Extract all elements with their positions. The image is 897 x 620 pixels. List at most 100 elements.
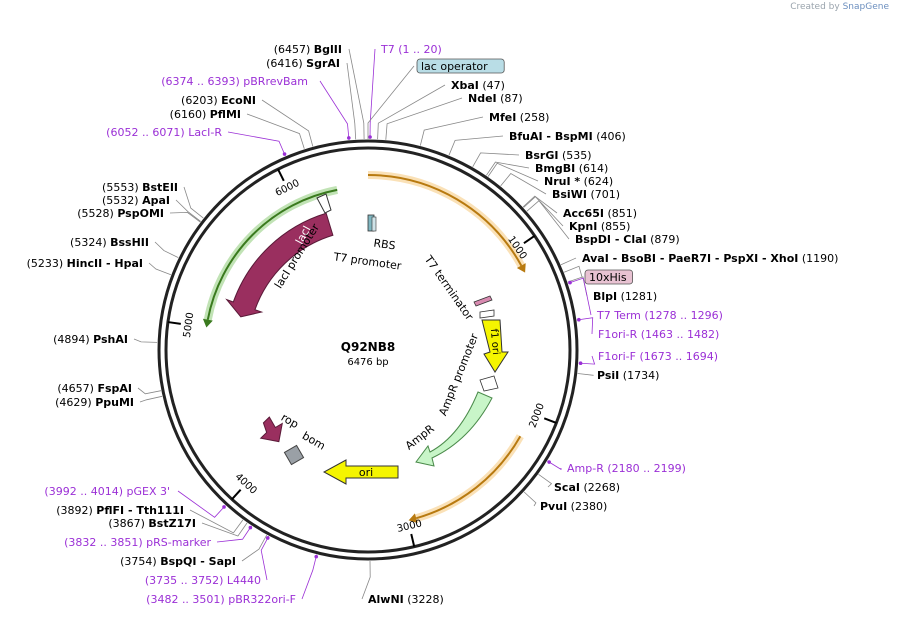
snapgene-watermark: Created by SnapGene [790, 2, 889, 12]
bsiwi-label[interactable]: BsiWI (701) [552, 188, 620, 201]
prs-marker-pos: (3832 .. 3851) [64, 536, 143, 549]
bspdi-label[interactable]: BspDI - ClaI (879) [575, 233, 680, 246]
bfuai-label[interactable]: BfuAI - BspMI (406) [509, 130, 626, 143]
lac-operator-label[interactable]: lac operator [421, 60, 488, 73]
ampr-feature[interactable] [415, 391, 493, 467]
avai-label[interactable]: AvaI - BsoBI - PaeR7I - PspXI - XhoI (11… [582, 252, 838, 265]
f1ori-r-name: F1ori-R [598, 328, 638, 341]
apai-name: ApaI [142, 194, 170, 207]
nrui-label[interactable]: NruI * (624) [544, 175, 613, 188]
t7-promoter-arc[interactable] [367, 174, 523, 267]
xbai-label[interactable]: XbaI (47) [451, 79, 505, 92]
ori-feature[interactable] [322, 459, 399, 485]
hincii-label[interactable]: (5233) HincII - HpaI [27, 257, 143, 270]
pbrrevbam-label[interactable]: (6374 .. 6393) pBRrevBam [161, 75, 308, 88]
laci-promoter-mark[interactable] [316, 193, 332, 214]
pshai-label[interactable]: (4894) PshAI [53, 333, 128, 346]
bspqi-label[interactable]: (3754) BspQI - SapI [120, 555, 236, 568]
fspai-label[interactable]: (4657) FspAI [57, 382, 132, 395]
scai-name: ScaI [554, 481, 580, 494]
pbr322ori-f-label[interactable]: (3482 .. 3501) pBR322ori-F [146, 593, 296, 606]
bspdi-name: BspDI - ClaI [575, 233, 647, 246]
blpi-name: BlpI [593, 290, 617, 303]
ampr-arc-glow [415, 434, 524, 523]
bglii-label[interactable]: (6457) BglII [274, 43, 342, 56]
ndei-label[interactable]: NdeI (87) [468, 92, 523, 105]
bsrgi-label[interactable]: BsrGI (535) [525, 149, 592, 162]
hincii-name: HincII - HpaI [67, 257, 143, 270]
backbone-ring [157, 139, 579, 561]
bstz17i-leader [201, 522, 248, 537]
t7-terminator-mark[interactable] [473, 295, 493, 307]
sgrai-pos: (6416) [266, 57, 303, 70]
ppumi-label[interactable]: (4629) PpuMI [55, 396, 134, 409]
tick-mark [167, 321, 181, 325]
bsteii-name: BstEII [142, 181, 178, 194]
bmgbi-name: BmgBI [535, 162, 575, 175]
psp-omi-pos: (5528) [77, 207, 114, 220]
laci-r-name: LacI-R [188, 126, 222, 139]
10xhis-label[interactable]: 10xHis [589, 271, 627, 284]
xbai-leader [377, 84, 446, 140]
f1ori-f-primer-mark [578, 361, 583, 366]
laci-r-label[interactable]: (6052 .. 6071) LacI-R [106, 126, 222, 139]
amp-r-label[interactable]: Amp-R (2180 .. 2199) [567, 462, 686, 475]
ampr-label: AmpR [403, 422, 437, 453]
prs-marker-name: pRS-marker [146, 536, 211, 549]
t7term-name: T7 Term [596, 309, 641, 322]
amp-r-primer-mark [547, 460, 551, 464]
apai-label[interactable]: (5532) ApaI [102, 194, 170, 207]
feature-arcs [202, 171, 526, 523]
f1ori-f-label[interactable]: F1ori-F (1673 .. 1694) [598, 350, 718, 363]
scai-label[interactable]: ScaI (2268) [554, 481, 620, 494]
ampr-promoter-mark[interactable] [479, 375, 499, 392]
bsiwi-pos: (701) [590, 188, 620, 201]
lac-operator-leader [367, 65, 415, 139]
psii-leader [577, 373, 594, 376]
f1ori-r-label[interactable]: F1ori-R (1463 .. 1482) [598, 328, 719, 341]
psp-omi-label[interactable]: (5528) PspOMI [77, 207, 164, 220]
kpni-name: KpnI [569, 220, 597, 233]
prs-marker-label[interactable]: (3832 .. 3851) pRS-marker [64, 536, 211, 549]
ampr-arc[interactable] [416, 435, 522, 520]
econi-label[interactable]: (6203) EcoNI [181, 94, 256, 107]
l4440-primer-mark [265, 536, 270, 540]
pflfi-pos: (3892) [56, 504, 93, 517]
nrui-name: NruI * [544, 175, 580, 188]
f1-ori-feature[interactable] [481, 319, 509, 373]
bspqi-name: BspQI - SapI [160, 555, 236, 568]
t7-promoter-mark[interactable] [371, 216, 377, 232]
laci-feature[interactable] [225, 212, 334, 318]
avai-leader [560, 257, 577, 266]
bspqi-leader [241, 534, 268, 562]
pgex3-label[interactable]: (3992 .. 4014) pGEX 3' [44, 485, 170, 498]
kpni-label[interactable]: KpnI (855) [569, 220, 630, 233]
bsshii-label[interactable]: (5324) BssHII [70, 236, 149, 249]
blpi-label[interactable]: BlpI (1281) [593, 290, 657, 303]
acc65i-label[interactable]: Acc65I (851) [563, 207, 637, 220]
pflmi-label[interactable]: (6160) PflMI [170, 108, 241, 121]
pflfi-leader [189, 509, 244, 534]
pflfi-label[interactable]: (3892) PflFI - Tth111I [56, 504, 184, 517]
pgex3-leader [177, 490, 226, 518]
hincii-leader [148, 262, 172, 276]
sgrai-label[interactable]: (6416) SgrAI [266, 57, 340, 70]
laci-arc[interactable] [206, 188, 338, 320]
psii-label[interactable]: PsiI (1734) [597, 369, 659, 382]
f1ori-r-pos: (1463 .. 1482) [641, 328, 720, 341]
alwni-label[interactable]: AlwNI (3228) [368, 593, 444, 606]
bfuai-leader [448, 135, 504, 156]
bom-feature[interactable] [283, 444, 305, 466]
bmgbi-label[interactable]: BmgBI (614) [535, 162, 608, 175]
pvui-label[interactable]: PvuI (2380) [540, 500, 607, 513]
mfei-label[interactable]: MfeI (258) [489, 111, 549, 124]
xbai-name: XbaI [451, 79, 479, 92]
laci-arc-head [202, 318, 213, 328]
t7-label[interactable]: T7 (1 .. 20) [380, 43, 442, 56]
l4440-label[interactable]: (3735 .. 3752) L4440 [145, 574, 261, 587]
t7term-primer-mark [568, 280, 572, 285]
bstz17i-label[interactable]: (3867) BstZ17I [108, 517, 196, 530]
rop-feature[interactable] [254, 413, 290, 449]
bsteii-label[interactable]: (5553) BstEII [102, 181, 178, 194]
t7term-label[interactable]: T7 Term (1278 .. 1296) [596, 309, 723, 322]
